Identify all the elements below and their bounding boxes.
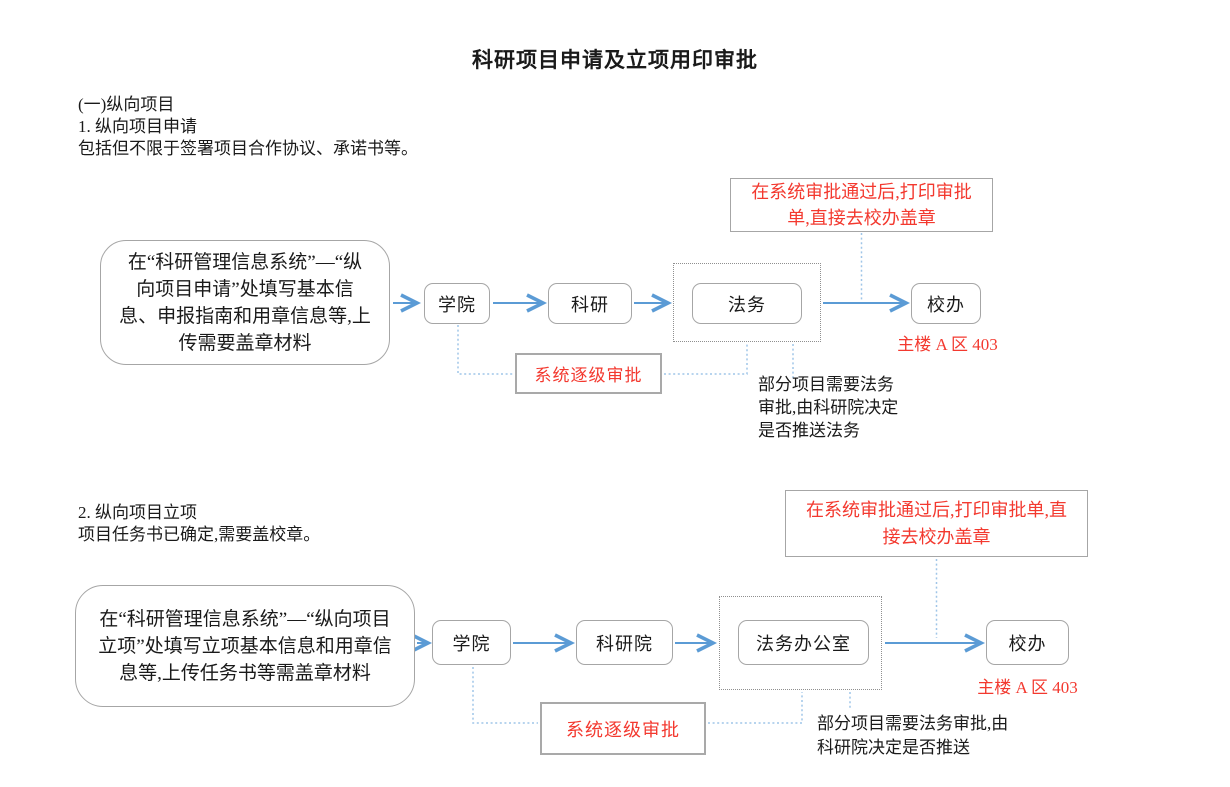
flow2-system-approval-label: 系统逐级审批 — [540, 702, 706, 755]
flow1-system-approval-label: 系统逐级审批 — [515, 353, 662, 394]
flow2-dotted-connectors — [472, 559, 938, 724]
flow1-start-node: 在“科研管理信息系统”—“纵向项目申请”处填写基本信息、申报指南和用章信息等,上… — [100, 240, 390, 365]
flow1-node-college: 学院 — [424, 283, 490, 324]
flow2-node-research: 科研院 — [576, 620, 673, 665]
flow1-office-location: 主楼 A 区 403 — [897, 335, 998, 354]
section2-heading: 2. 纵向项目立项 — [78, 503, 197, 522]
connector-sysbox1-to-legal1 — [664, 344, 748, 375]
flow2-node-office: 校办 — [986, 620, 1069, 665]
flow2-node-college: 学院 — [432, 620, 511, 665]
flow2-office-location: 主楼 A 区 403 — [977, 678, 1078, 697]
section2-description: 项目任务书已确定,需要盖校章。 — [78, 525, 321, 544]
page-title: 科研项目申请及立项用印审批 — [472, 48, 758, 72]
section1-description: 包括但不限于签署项目合作协议、承诺书等。 — [78, 139, 418, 158]
connector-sysbox2-to-legal2 — [708, 692, 803, 724]
flow1-node-office: 校办 — [911, 283, 981, 324]
connector-college2-to-sysbox2 — [472, 667, 538, 724]
section1-heading: (一)纵向项目 — [78, 95, 175, 114]
flow2-approval-note: 在系统审批通过后,打印审批单,直接去校办盖章 — [785, 490, 1088, 557]
flow1-dotted-connectors — [457, 233, 863, 378]
connector-college1-to-sysbox1 — [457, 325, 513, 375]
flow1-approval-note: 在系统审批通过后,打印审批单,直接去校办盖章 — [730, 178, 993, 232]
flow2-node-legal: 法务办公室 — [738, 620, 869, 665]
flow2-start-node: 在“科研管理信息系统”—“纵向项目立项”处填写立项基本信息和用章信息等,上传任务… — [75, 585, 415, 707]
flow1-node-legal: 法务 — [692, 283, 802, 324]
flow2-legal-note: 部分项目需要法务审批,由科研院决定是否推送 — [817, 714, 1009, 757]
flow1-legal-optional-group — [673, 263, 821, 342]
flow2-legal-optional-group — [719, 596, 882, 690]
flow1-node-research: 科研 — [548, 283, 632, 324]
section1-subheading: 1. 纵向项目申请 — [78, 117, 197, 136]
flow1-legal-note: 部分项目需要法务审批,由科研院决定是否推送法务 — [758, 375, 899, 440]
